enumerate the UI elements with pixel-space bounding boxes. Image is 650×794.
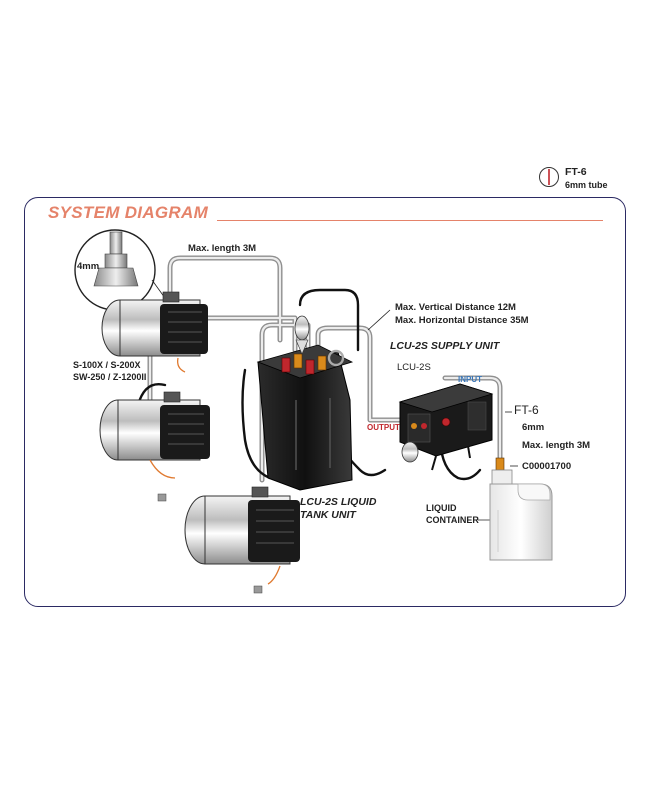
tank-unit-label-line1: LCU-2S LIQUID bbox=[300, 496, 377, 508]
title-underline bbox=[217, 220, 603, 221]
container-label-line1: LIQUID bbox=[426, 503, 457, 513]
fog-machine-2 bbox=[99, 391, 210, 502]
input-label: INPUT bbox=[458, 375, 482, 384]
lcu2s-label: LCU-2S bbox=[397, 362, 431, 373]
max-length-top-label: Max. length 3M bbox=[188, 243, 257, 254]
part-number-label: C00001700 bbox=[522, 461, 572, 472]
fitting-size-label: 4mm bbox=[77, 261, 100, 272]
machines-label-line1: S-100X / S-200X bbox=[73, 360, 141, 370]
liquid-tank-unit bbox=[256, 315, 354, 491]
tube-legend-icon bbox=[539, 167, 559, 187]
hoses bbox=[147, 255, 503, 483]
six-mm-label: 6mm bbox=[522, 422, 545, 433]
fog-machine-3 bbox=[184, 486, 300, 594]
cables bbox=[136, 288, 482, 481]
legend-desc: 6mm tube bbox=[565, 180, 608, 190]
output-label: OUTPUT bbox=[367, 423, 400, 432]
fitting-zoom-callout bbox=[74, 229, 171, 311]
page-title: SYSTEM DIAGRAM bbox=[48, 203, 209, 222]
ft6-label: FT-6 bbox=[514, 403, 539, 417]
liquid-container bbox=[489, 469, 553, 561]
max-vertical-label: Max. Vertical Distance 12M bbox=[395, 302, 516, 313]
diagram-frame bbox=[24, 197, 626, 607]
machines-label-line2: SW-250 / Z-1200II bbox=[73, 372, 147, 382]
tank-unit-label-line2: TANK UNIT bbox=[300, 509, 356, 521]
max-length-right-label: Max. length 3M bbox=[522, 440, 591, 451]
cable-top bbox=[298, 288, 360, 352]
supply-unit bbox=[398, 383, 505, 471]
container-label-line2: CONTAINER bbox=[426, 515, 479, 525]
fog-machine-1 bbox=[101, 291, 208, 373]
max-horizontal-label: Max. Horizontal Distance 35M bbox=[395, 315, 529, 326]
legend-code: FT-6 bbox=[565, 166, 587, 178]
supply-unit-label: LCU-2S SUPPLY UNIT bbox=[390, 340, 500, 352]
